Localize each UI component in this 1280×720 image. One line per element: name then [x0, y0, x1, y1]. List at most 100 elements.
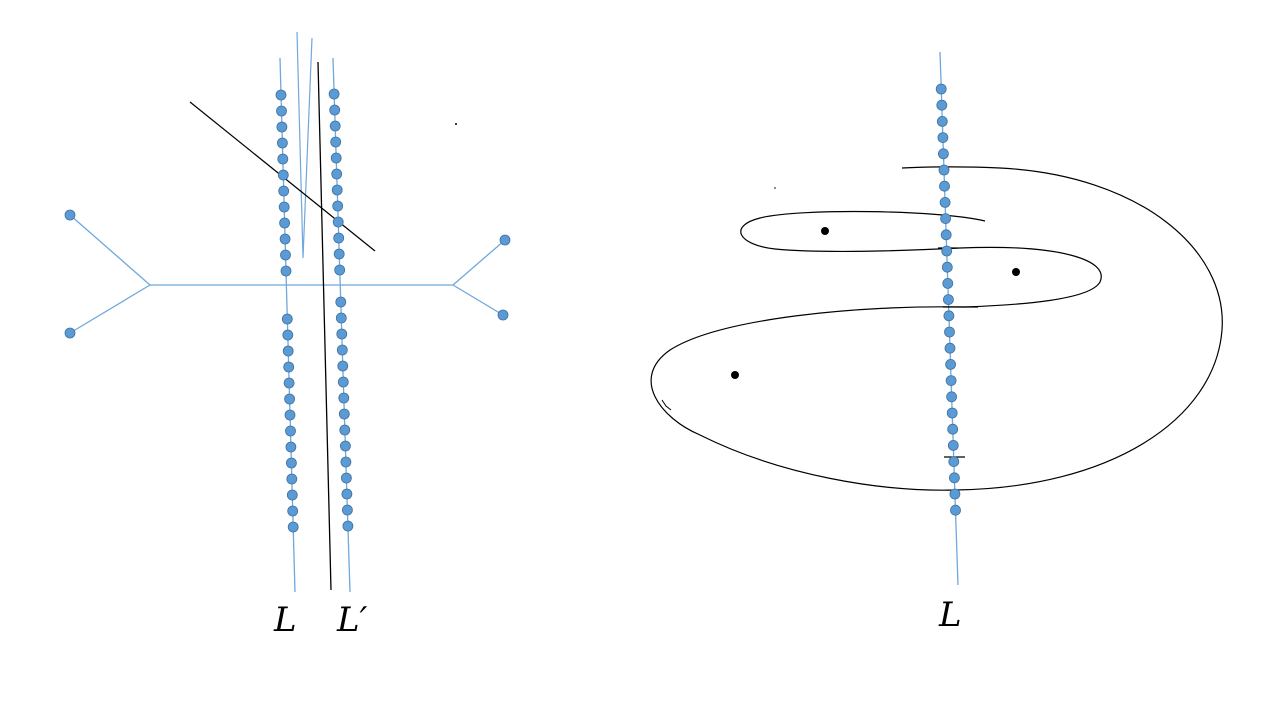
puncture-point — [1012, 268, 1020, 276]
line-dot — [287, 505, 299, 517]
line-dot — [942, 277, 954, 289]
line-dot — [937, 132, 949, 144]
line-dot — [279, 233, 291, 245]
line-dot — [939, 196, 951, 208]
line-dot — [940, 213, 951, 225]
stray-dot — [455, 123, 457, 125]
curve-arrow-mark — [661, 399, 672, 411]
line-dot — [946, 391, 957, 403]
line-dot — [332, 200, 344, 212]
tree-edge-left-lower — [69, 284, 151, 334]
line-dot — [946, 407, 958, 419]
line-dot — [338, 408, 350, 420]
line-dot — [331, 184, 343, 196]
tree-leaf — [499, 234, 511, 246]
line-dot — [339, 440, 351, 452]
line-dot — [282, 345, 294, 357]
tree-edge-right-upper — [452, 239, 506, 286]
dots-on-L — [275, 89, 299, 533]
line-dot — [945, 375, 957, 387]
puncture-points — [731, 227, 1020, 379]
puncture-point — [821, 227, 829, 235]
line-dot — [336, 328, 348, 340]
line-dot — [283, 377, 295, 389]
line-dot — [337, 376, 349, 388]
line-dot — [287, 521, 299, 533]
line-dot — [342, 520, 354, 532]
tree-edge-left-upper — [69, 214, 151, 286]
line-dot — [949, 472, 960, 484]
line-dot — [278, 201, 290, 213]
left-tree-leaves — [64, 209, 511, 339]
label-L-left: L — [274, 600, 297, 640]
line-dot — [935, 83, 947, 95]
line-dot — [341, 504, 353, 516]
line-dot — [276, 137, 288, 149]
line-dot — [938, 148, 949, 160]
line-dot — [943, 294, 954, 306]
line-dot — [944, 326, 955, 338]
line-dot — [936, 116, 948, 127]
line-dot — [340, 456, 352, 468]
line-dot — [337, 360, 349, 372]
line-dot — [280, 265, 292, 277]
line-dot — [329, 104, 341, 116]
line-dot — [286, 489, 298, 501]
line-dot — [333, 248, 345, 260]
line-dot — [329, 120, 341, 132]
line-dot — [947, 439, 959, 451]
puncture-point — [731, 371, 739, 379]
tree-leaf — [64, 209, 76, 221]
line-dot — [334, 264, 346, 276]
line-dot — [943, 310, 955, 322]
line-dot — [281, 313, 293, 325]
line-dot — [341, 488, 353, 500]
line-dot — [279, 217, 291, 229]
line-dot — [331, 168, 343, 180]
line-dot — [330, 152, 342, 164]
line-dot — [275, 89, 287, 101]
line-dot — [332, 216, 344, 228]
line-dot — [940, 229, 952, 241]
line-dot — [285, 457, 297, 469]
line-dot — [948, 456, 960, 468]
label-L-prime: L′ — [337, 600, 368, 640]
line-dot — [278, 185, 290, 197]
tree-leaf — [497, 309, 509, 321]
crossing-ticks — [938, 247, 978, 458]
line-dot — [941, 261, 953, 273]
line-dot — [328, 88, 340, 100]
line-dot — [335, 312, 347, 324]
black-vertical-line — [317, 61, 332, 591]
tree-edge-right-lower — [452, 284, 504, 316]
line-dot — [277, 153, 289, 165]
line-dot — [277, 169, 289, 181]
line-dot — [938, 164, 950, 176]
line-dot — [284, 393, 296, 405]
left-figure — [64, 31, 511, 593]
line-dot — [330, 136, 342, 148]
line-dot — [944, 342, 956, 354]
line-dot — [947, 423, 959, 435]
line-dot — [285, 425, 296, 437]
left-tree — [69, 214, 506, 334]
line-dot — [283, 361, 295, 373]
line-dot — [286, 473, 298, 485]
line-dot — [333, 232, 345, 244]
line-dot — [282, 329, 294, 341]
line-dot — [276, 105, 287, 117]
line-dot — [339, 424, 351, 436]
dots-on-L-prime — [328, 88, 354, 532]
line-dot — [285, 441, 297, 453]
right-figure — [650, 51, 1223, 586]
line-dot — [939, 180, 950, 192]
stray-dot — [774, 187, 776, 189]
wedge-stroke — [296, 31, 313, 259]
line-dot — [936, 99, 948, 111]
line-dot — [950, 504, 961, 516]
line-dot — [276, 121, 288, 133]
line-dot — [338, 392, 350, 404]
line-dot — [284, 409, 296, 421]
spiral-curve — [650, 166, 1223, 491]
label-L-right: L — [939, 595, 962, 635]
